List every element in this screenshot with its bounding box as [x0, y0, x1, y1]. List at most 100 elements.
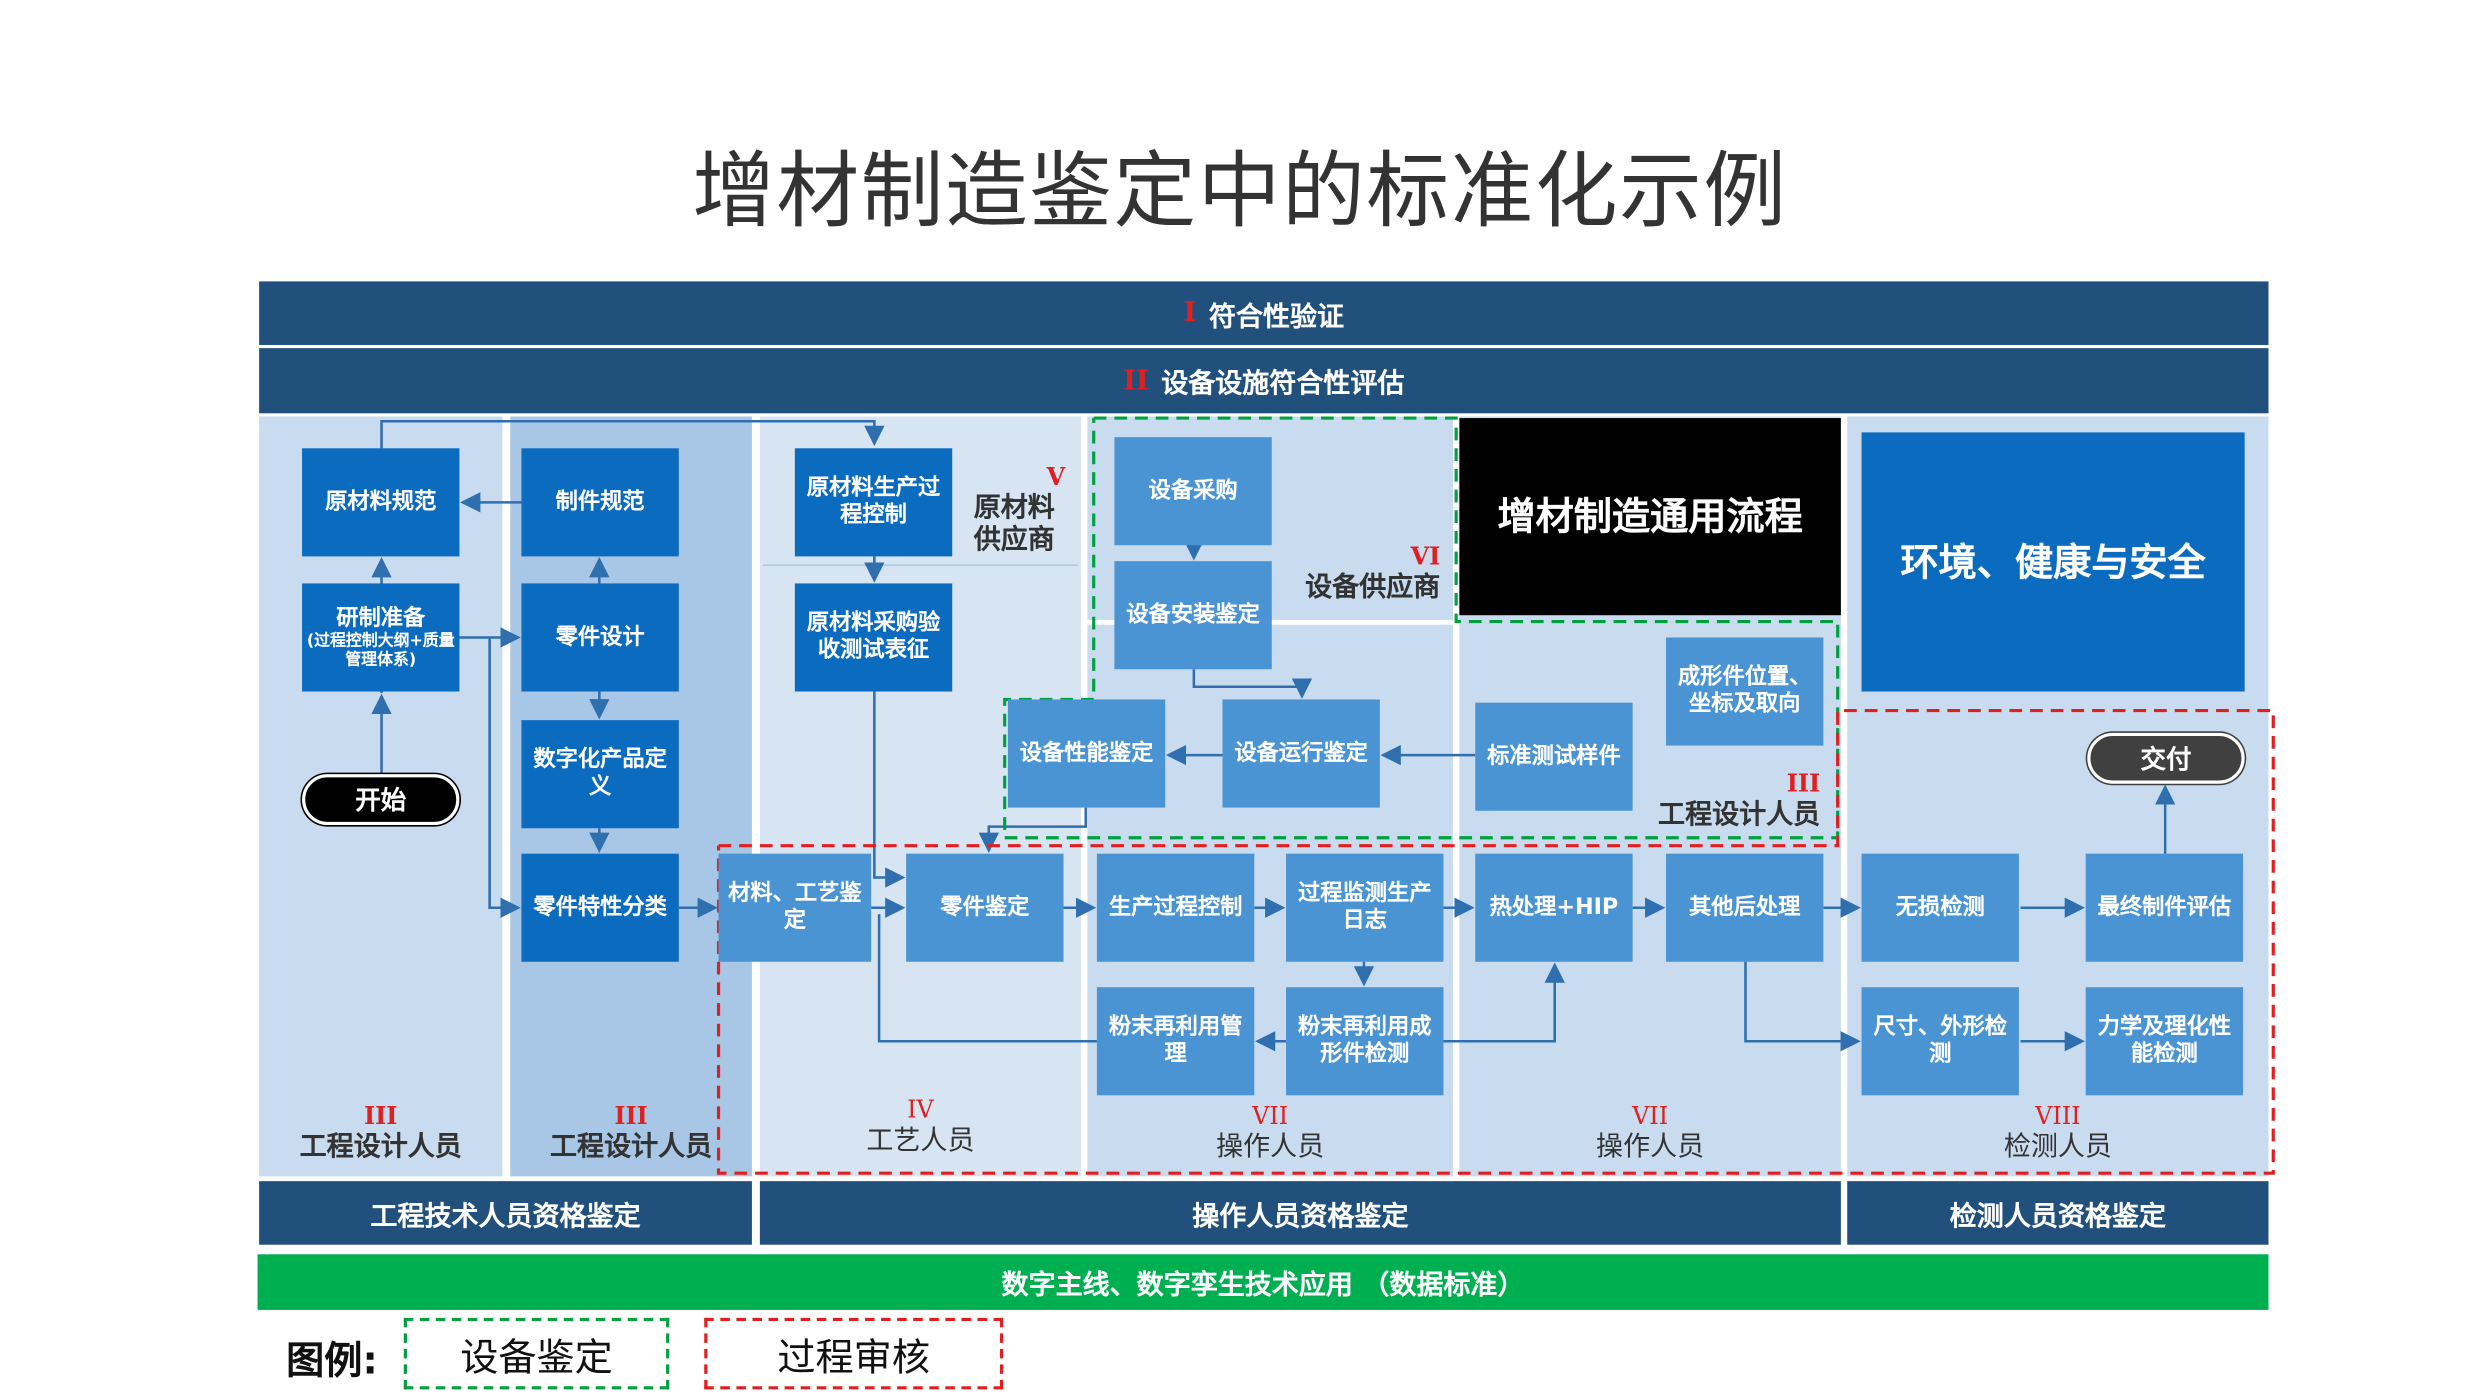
process-box-eq-purchase: 设备采购 — [1114, 437, 1272, 546]
roman-numeral: VII — [1252, 1101, 1289, 1131]
process-box-powder-mgmt: 粉末再利用管理 — [1096, 987, 1255, 1096]
legend-equipment-qualification: 设备鉴定 — [403, 1317, 670, 1390]
process-box-part-class: 零件特性分类 — [521, 853, 679, 962]
connector-arrow — [488, 637, 521, 918]
box-sublabel: (过程控制大纲+质量管理体系) — [306, 631, 455, 669]
box-label: 标准测试样件 — [1487, 743, 1621, 769]
process-box-part-qual: 零件鉴定 — [906, 853, 1064, 962]
process-box-eq-install: 设备安装鉴定 — [1114, 561, 1272, 670]
process-box-raw-spec: 原材料规范 — [302, 448, 460, 557]
roman-numeral: III — [363, 1101, 398, 1131]
box-label: 零件设计 — [555, 623, 645, 650]
role-label: 原材料供应商 — [973, 492, 1055, 557]
process-box-prep: 研制准备(过程控制大纲+质量管理体系) — [302, 583, 460, 692]
process-audit-outline — [716, 709, 2275, 1175]
ehs-panel: 环境、健康与安全 — [1861, 432, 2245, 692]
connector-arrow — [873, 691, 906, 888]
box-label: 粉末再利用管理 — [1108, 1014, 1243, 1067]
page-title: 增材制造鉴定中的标准化示例 — [692, 144, 1788, 241]
band-conformity: I 符合性验证 — [259, 281, 2269, 345]
box-label: 设备采购 — [1148, 477, 1238, 504]
legend-title: 图例: — [286, 1338, 378, 1384]
roman-numeral: VII — [1632, 1101, 1669, 1131]
role-label: 工艺人员 — [866, 1125, 975, 1158]
band-label: 符合性验证 — [1208, 301, 1345, 334]
process-box-post: 其他后处理 — [1666, 853, 1824, 962]
connector-arrow — [1443, 962, 1565, 1043]
box-label: 其他后处理 — [1689, 894, 1801, 920]
roman-numeral: III — [614, 1101, 648, 1131]
band-equipment-facility: II 设备设施符合性评估 — [259, 348, 2269, 414]
connector-arrow — [1744, 961, 1861, 1052]
box-label: 无损检测 — [1895, 894, 1985, 920]
box-label: 尺寸、外形检测 — [1873, 1014, 2007, 1067]
roman-numeral: III — [1786, 769, 1821, 799]
connector-arrow — [380, 419, 885, 449]
start-terminal: 开始 — [302, 774, 460, 826]
process-box-dimension: 尺寸、外形检测 — [1861, 987, 2019, 1096]
box-label: 过程监测生产日志 — [1297, 880, 1432, 934]
process-box-eq-perf: 设备性能鉴定 — [1007, 699, 1166, 808]
connector-arrow — [1192, 669, 1313, 699]
process-box-eq-oper: 设备运行鉴定 — [1222, 699, 1380, 808]
process-box-heat: 热处理+HIP — [1475, 853, 1633, 962]
box-label: 最终制件评估 — [2097, 894, 2232, 920]
box-label: 研制准备 — [336, 604, 426, 631]
process-box-final-eval: 最终制件评估 — [2085, 853, 2244, 962]
box-label: 设备运行鉴定 — [1234, 740, 1368, 766]
deliver-terminal: 交付 — [2087, 732, 2245, 784]
box-label: 制件规范 — [555, 488, 645, 515]
box-label: 粉末再利用成形件检测 — [1297, 1014, 1432, 1067]
bar-inspection-qualification: 检测人员资格鉴定 — [1847, 1181, 2269, 1245]
box-label: 力学及理化性能检测 — [2097, 1014, 2232, 1067]
box-label: 零件特性分类 — [533, 894, 667, 920]
process-box-ndt: 无损检测 — [1861, 853, 2019, 962]
role-label: 操作人员 — [1216, 1131, 1325, 1164]
divider — [763, 564, 1078, 566]
process-box-part-design: 零件设计 — [521, 583, 679, 692]
process-box-powder-test: 粉末再利用成形件检测 — [1286, 987, 1444, 1096]
box-label: 原材料规范 — [325, 488, 437, 515]
process-box-raw-accept: 原材料采购验收测试表征 — [794, 583, 953, 692]
roman-numeral: V — [1046, 462, 1066, 492]
process-box-std-sample: 标准测试样件 — [1475, 702, 1633, 811]
process-box-mat-proc: 材料、工艺鉴定 — [718, 853, 872, 962]
equipment-supplier-label: VI 设备供应商 — [1281, 540, 1440, 604]
box-label: 设备性能鉴定 — [1019, 740, 1154, 766]
role-label: 工程设计人员 — [299, 1131, 462, 1164]
engineering-upper-label: III 工程设计人员 — [1637, 768, 1821, 832]
box-label: 设备安装鉴定 — [1126, 601, 1260, 628]
connector-arrow — [978, 807, 1088, 854]
raw-supplier-label: V 原材料供应商 — [963, 461, 1066, 557]
box-label: 数字化产品定义 — [533, 747, 667, 800]
role-label: 设备供应商 — [1305, 572, 1441, 605]
process-box-position: 成形件位置、坐标及取向 — [1666, 637, 1824, 746]
box-label: 成形件位置、坐标及取向 — [1677, 664, 1812, 717]
box-label: 原材料采购验收测试表征 — [806, 610, 941, 663]
role-label: 工程设计人员 — [1658, 799, 1821, 832]
box-label: 原材料生产过程控制 — [806, 475, 941, 528]
box-label: 材料、工艺鉴定 — [728, 880, 862, 934]
process-box-digital-def: 数字化产品定义 — [521, 720, 679, 829]
roman-numeral: IV — [907, 1095, 934, 1124]
band-numeral: II — [1123, 364, 1149, 397]
bar-operator-qualification: 操作人员资格鉴定 — [759, 1181, 1841, 1245]
process-box-raw-prod: 原材料生产过程控制 — [794, 448, 953, 557]
process-box-monitor: 过程监测生产日志 — [1286, 853, 1444, 962]
role-label: 操作人员 — [1596, 1131, 1705, 1164]
process-box-prod-ctrl: 生产过程控制 — [1096, 853, 1255, 962]
band-numeral: I — [1183, 297, 1197, 330]
box-label: 生产过程控制 — [1108, 894, 1243, 920]
box-label: 零件鉴定 — [940, 894, 1030, 920]
bar-digital-thread: 数字主线、数字孪生技术应用 （数据标准） — [257, 1254, 2269, 1310]
am-general-process-title: 增材制造通用流程 — [1459, 418, 1841, 616]
roman-numeral: VI — [1410, 542, 1441, 571]
connector-arrow — [877, 914, 1097, 1043]
process-box-mech: 力学及理化性能检测 — [2085, 987, 2244, 1096]
